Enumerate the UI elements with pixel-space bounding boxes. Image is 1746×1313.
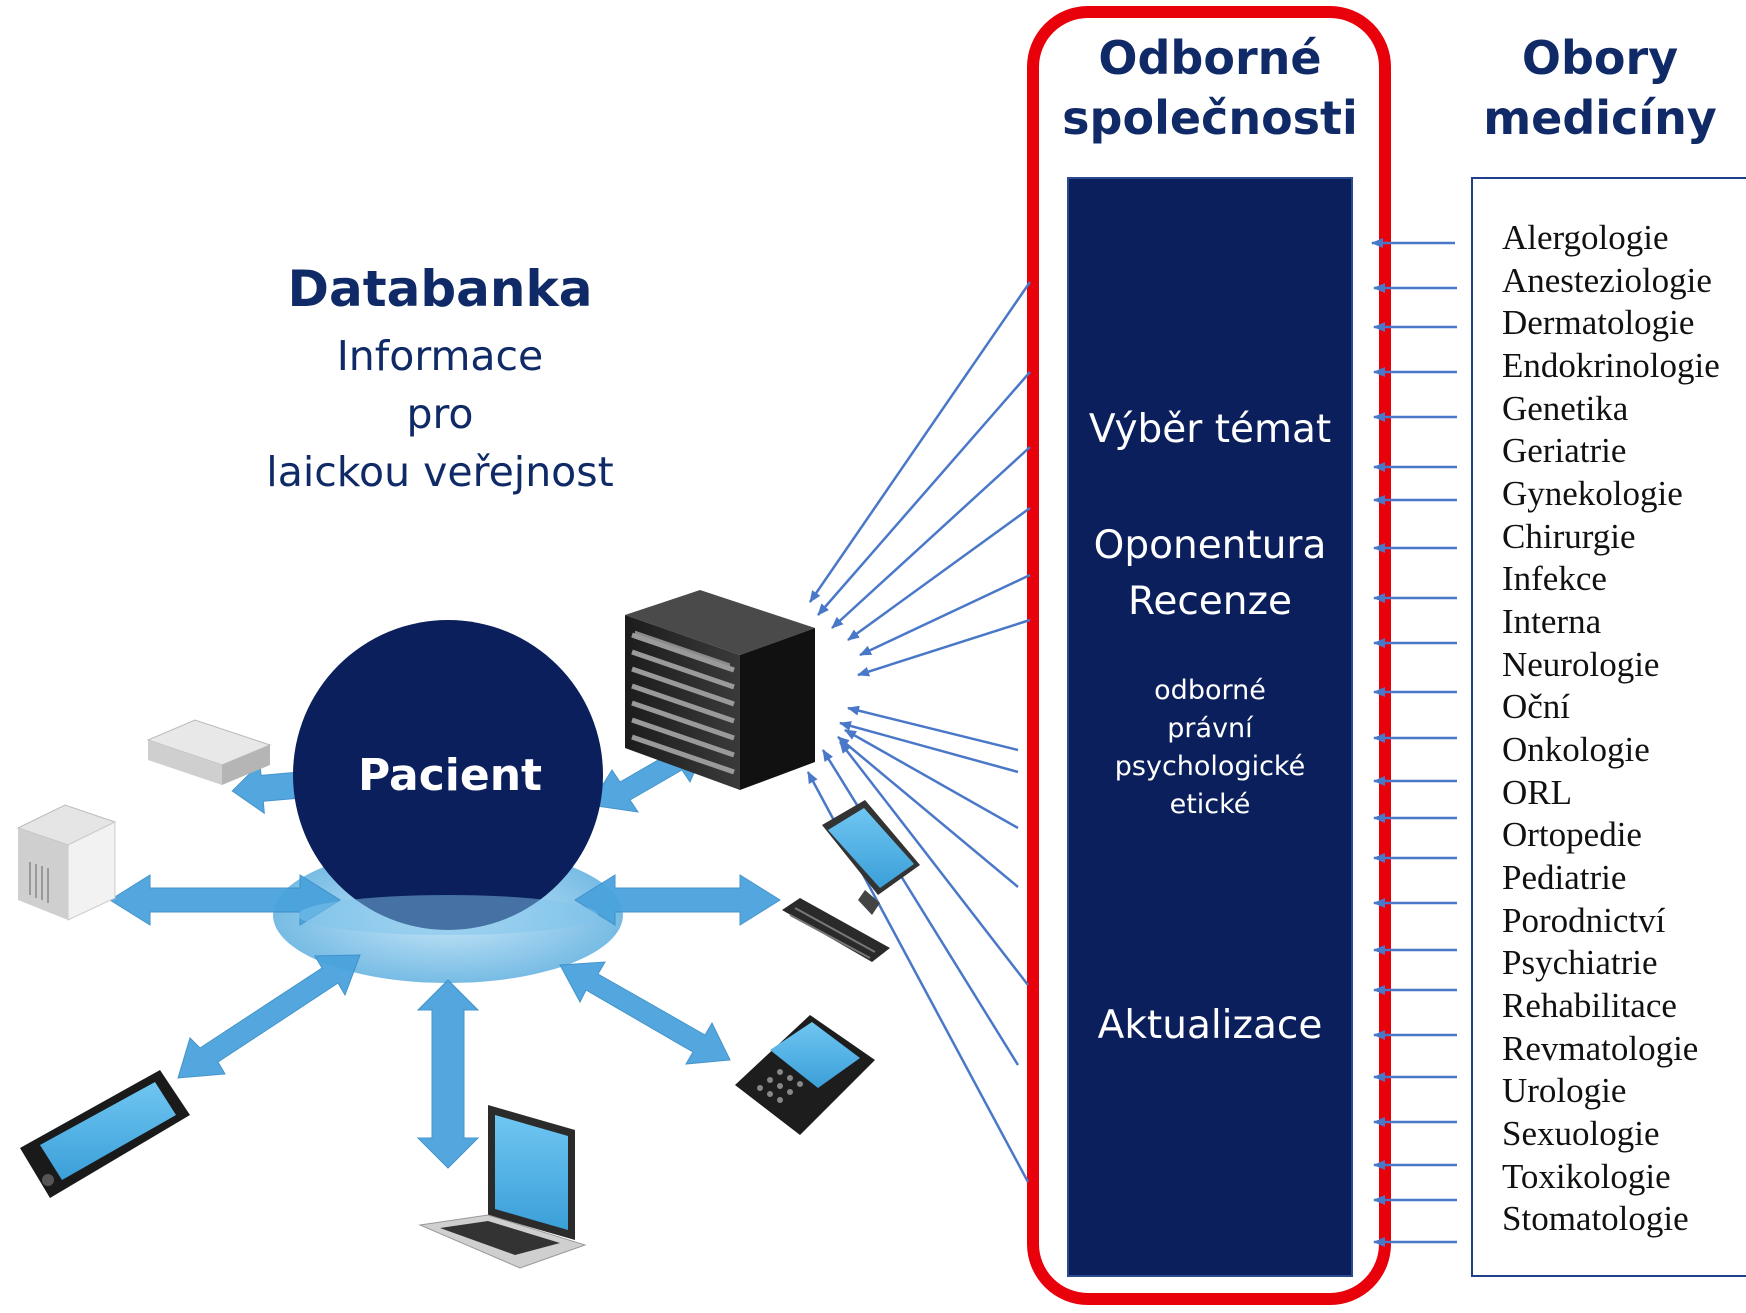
field-item: Revmatologie [1502, 1029, 1699, 1068]
databank-subtitle-line-1: Informace [336, 332, 544, 380]
review-aspect-psychological: psychologické [1114, 751, 1306, 782]
field-item: Alergologie [1502, 218, 1669, 257]
field-item: Geriatrie [1502, 431, 1627, 470]
field-item: Interna [1502, 602, 1602, 641]
field-item: Toxikologie [1502, 1157, 1671, 1196]
field-item: Sexuologie [1502, 1114, 1660, 1153]
field-item: Pediatrie [1502, 858, 1627, 897]
field-item: Onkologie [1502, 730, 1650, 769]
review-aspect-ethical: etické [1169, 789, 1251, 820]
societies-header: Odborné společnosti [1060, 28, 1360, 148]
fields-header: Obory medicíny [1470, 28, 1730, 148]
fields-header-line-1: Obory [1521, 31, 1679, 85]
databank-subtitle-line-3: laickou veřejnost [266, 448, 614, 496]
field-item: Chirurgie [1502, 517, 1636, 556]
field-item: Oční [1502, 687, 1571, 726]
field-item: Anesteziologie [1502, 261, 1712, 300]
field-item: Porodnictví [1502, 901, 1666, 940]
review-label-line-1: Oponentura [1093, 523, 1327, 568]
router-icon [146, 719, 272, 785]
laptop-icon [418, 1105, 587, 1269]
field-item: Psychiatrie [1502, 943, 1658, 982]
field-item: Urologie [1502, 1071, 1627, 1110]
field-item: Dermatologie [1502, 303, 1695, 342]
databank-title: Databanka [287, 260, 593, 318]
patient-label: Pacient [357, 750, 543, 801]
update-label: Aktualizace [1097, 1003, 1323, 1048]
server-rack-icon [625, 590, 815, 790]
field-item: Endokrinologie [1502, 346, 1720, 385]
societies-header-line-2: společnosti [1062, 91, 1358, 145]
field-item: Genetika [1502, 389, 1629, 428]
review-aspect-professional: odborné [1154, 675, 1266, 706]
societies-header-line-1: Odborné [1098, 31, 1322, 85]
topic-selection-label: Výběr témat [1088, 407, 1332, 452]
smartphone-icon [20, 1070, 190, 1198]
review-label-line-2: Recenze [1128, 579, 1292, 624]
societies-pillar [1067, 177, 1353, 1277]
patient-hub-circle [293, 620, 603, 930]
societies-highlight-frame [1027, 6, 1391, 1305]
blackberry-phone-icon [735, 1015, 875, 1135]
field-item: Rehabilitace [1502, 986, 1677, 1025]
fields-box [1471, 177, 1746, 1277]
fields-header-line-2: medicíny [1483, 91, 1717, 145]
field-item: Stomatologie [1502, 1199, 1689, 1238]
desktop-monitor-icon [782, 800, 920, 962]
field-item: ORL [1502, 773, 1572, 812]
desktop-tower-icon [16, 804, 117, 921]
field-item: Ortopedie [1502, 815, 1642, 854]
field-item: Gynekologie [1502, 474, 1683, 513]
review-aspect-legal: právní [1167, 713, 1253, 744]
field-item: Infekce [1502, 559, 1607, 598]
databank-subtitle-line-2: pro [406, 390, 474, 438]
field-arrows [1371, 238, 1457, 1247]
field-item: Neurologie [1502, 645, 1660, 684]
